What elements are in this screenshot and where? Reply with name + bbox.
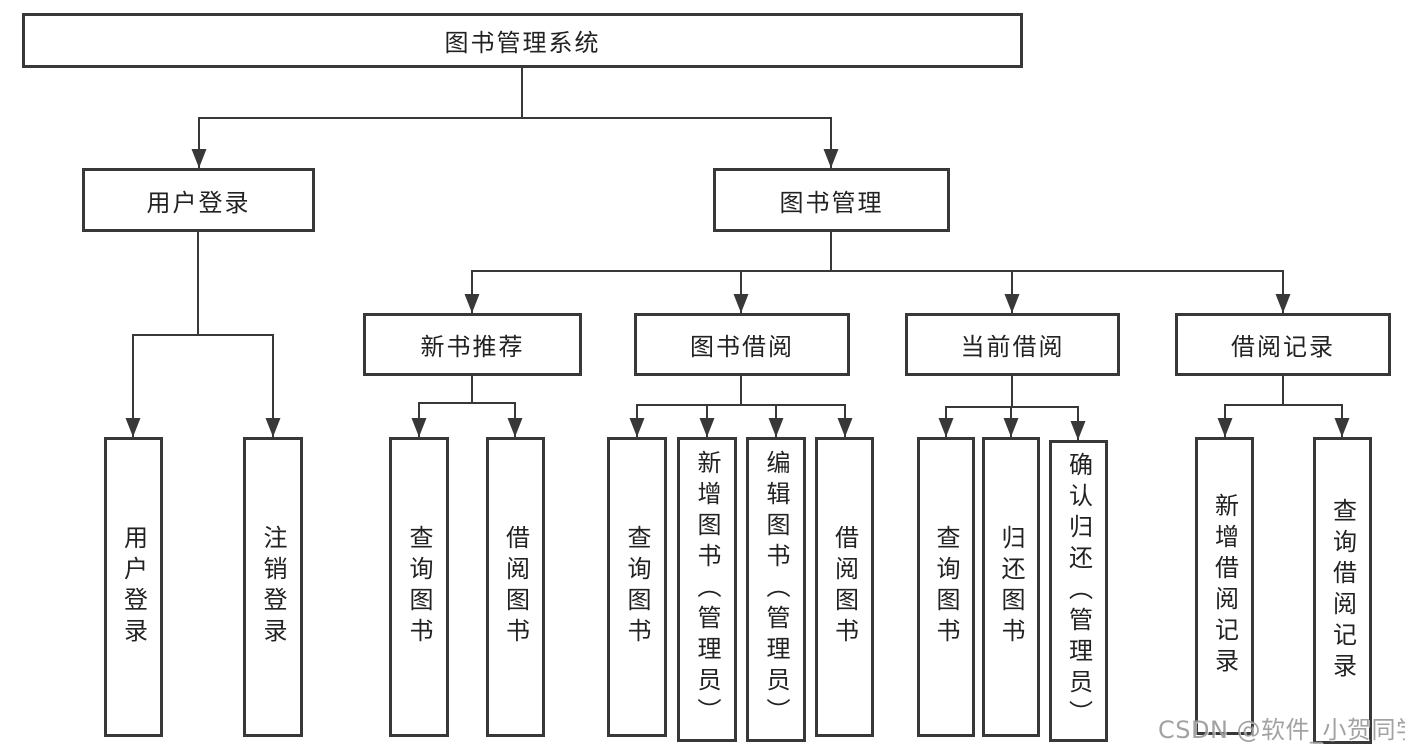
node-user-login: 用户登录 [82, 168, 315, 232]
node-book-mgmt: 图书管理 [713, 168, 950, 232]
leaf-query-borrow-record: 查询借阅记录 [1313, 437, 1372, 744]
node-borrow-record-label: 借阅记录 [1231, 333, 1335, 361]
leaf-borrow-borrow-books: 借阅图书 [815, 437, 874, 737]
leaf-newrec-borrow-books-label: 借阅图书 [501, 525, 530, 649]
node-new-book-rec-label: 新书推荐 [420, 333, 525, 361]
watermark: CSDN @软件_小贺同学 [1158, 716, 1405, 744]
node-current-borrow-label: 当前借阅 [960, 333, 1065, 361]
leaf-user-login-label: 用户登录 [119, 525, 148, 649]
node-root: 图书管理系统 [22, 13, 1023, 68]
node-user-login-label: 用户登录 [146, 188, 251, 217]
node-borrow-record: 借阅记录 [1175, 313, 1391, 376]
node-current-borrow: 当前借阅 [905, 313, 1120, 376]
leaf-borrow-query-books: 查询图书 [607, 437, 667, 737]
leaf-newrec-query-books-label: 查询图书 [405, 525, 433, 649]
leaf-add-borrow-record-label: 新增借阅记录 [1210, 493, 1239, 679]
leaf-newrec-query-books: 查询图书 [389, 437, 449, 737]
leaf-add-borrow-record: 新增借阅记录 [1195, 437, 1254, 735]
leaf-edit-books-admin-label: 编辑图书（管理员） [762, 450, 790, 729]
node-book-borrow: 图书借阅 [634, 313, 850, 376]
leaf-current-query-books: 查询图书 [917, 437, 975, 737]
node-book-borrow-label: 图书借阅 [690, 333, 794, 361]
leaf-add-books-admin: 新增图书（管理员） [677, 437, 737, 742]
leaf-return-books: 归还图书 [982, 437, 1040, 737]
leaf-logout: 注销登录 [243, 437, 303, 737]
leaf-confirm-return-admin-label: 确认归还（管理员） [1064, 451, 1093, 731]
leaf-logout-label: 注销登录 [259, 525, 287, 649]
leaf-borrow-query-books-label: 查询图书 [623, 525, 651, 649]
leaf-user-login: 用户登录 [104, 437, 163, 737]
leaf-query-borrow-record-label: 查询借阅记录 [1328, 497, 1357, 684]
leaf-return-books-label: 归还图书 [997, 525, 1025, 649]
leaf-current-query-books-label: 查询图书 [932, 525, 960, 649]
node-new-book-rec: 新书推荐 [363, 313, 582, 376]
node-root-label: 图书管理系统 [444, 29, 601, 57]
leaf-borrow-borrow-books-label: 借阅图书 [830, 525, 859, 649]
leaf-add-books-admin-label: 新增图书（管理员） [693, 450, 721, 729]
node-book-mgmt-label: 图书管理 [779, 188, 884, 217]
leaf-newrec-borrow-books: 借阅图书 [486, 437, 545, 737]
leaf-confirm-return-admin: 确认归还（管理员） [1049, 440, 1108, 742]
leaf-edit-books-admin: 编辑图书（管理员） [746, 437, 806, 742]
